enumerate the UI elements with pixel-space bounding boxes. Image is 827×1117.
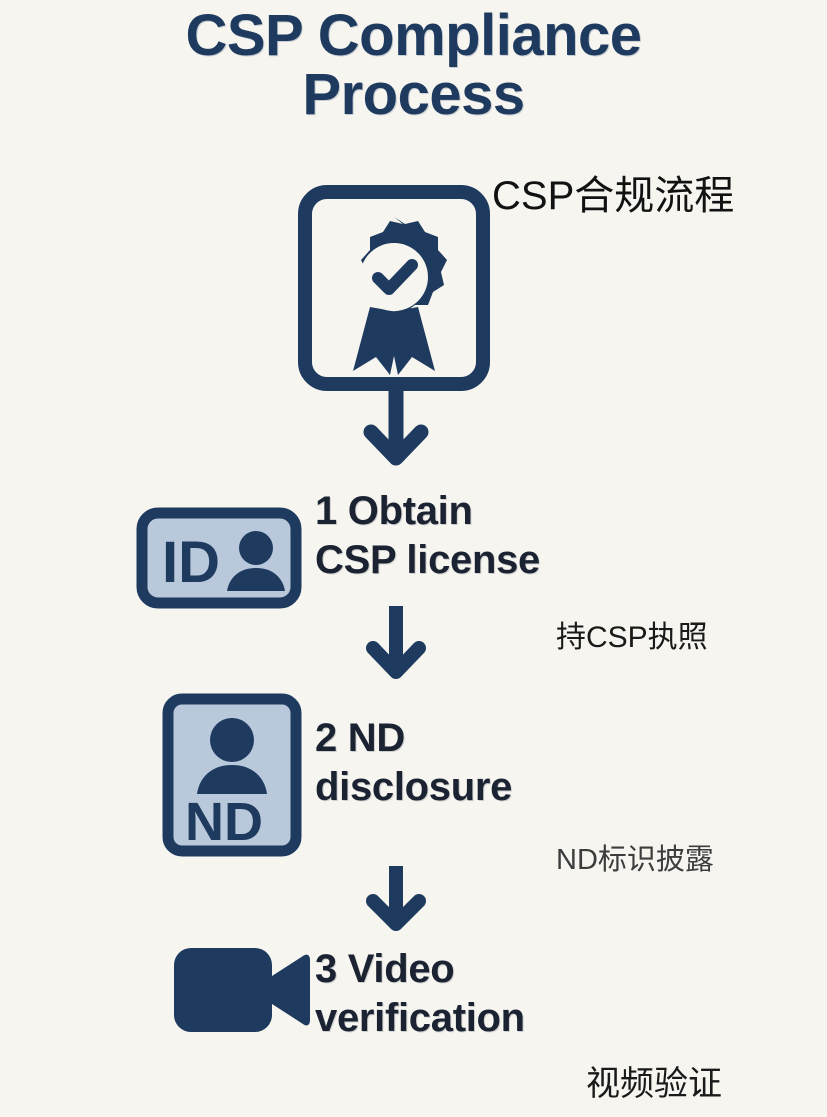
svg-text:ND: ND (185, 792, 263, 852)
step-2-label: 2 ND disclosure (315, 716, 513, 809)
id-card-icon: ID (135, 506, 303, 610)
step-2-caption: ND标识披露 (556, 844, 714, 876)
page-title-line1: CSP Compliance (185, 3, 642, 68)
header-caption: CSP合规流程 (492, 174, 735, 218)
step-1-caption: 持CSP执照 (556, 621, 708, 654)
certificate-award-icon (298, 185, 490, 391)
page-title: CSP Compliance Process (0, 6, 827, 124)
arrow-down-2-icon (364, 604, 428, 685)
arrow-down-1-icon (362, 388, 430, 471)
step-3-caption: 视频验证 (586, 1065, 722, 1103)
video-camera-icon (172, 942, 312, 1038)
svg-text:ID: ID (162, 530, 220, 595)
arrow-down-3-icon (364, 864, 428, 937)
step-3-label: 3 Video verification (315, 947, 525, 1040)
nd-badge-icon: ND (161, 692, 303, 858)
page-title-line2: Process (302, 62, 525, 128)
step-1-label: 1 Obtain CSP license (315, 489, 540, 582)
